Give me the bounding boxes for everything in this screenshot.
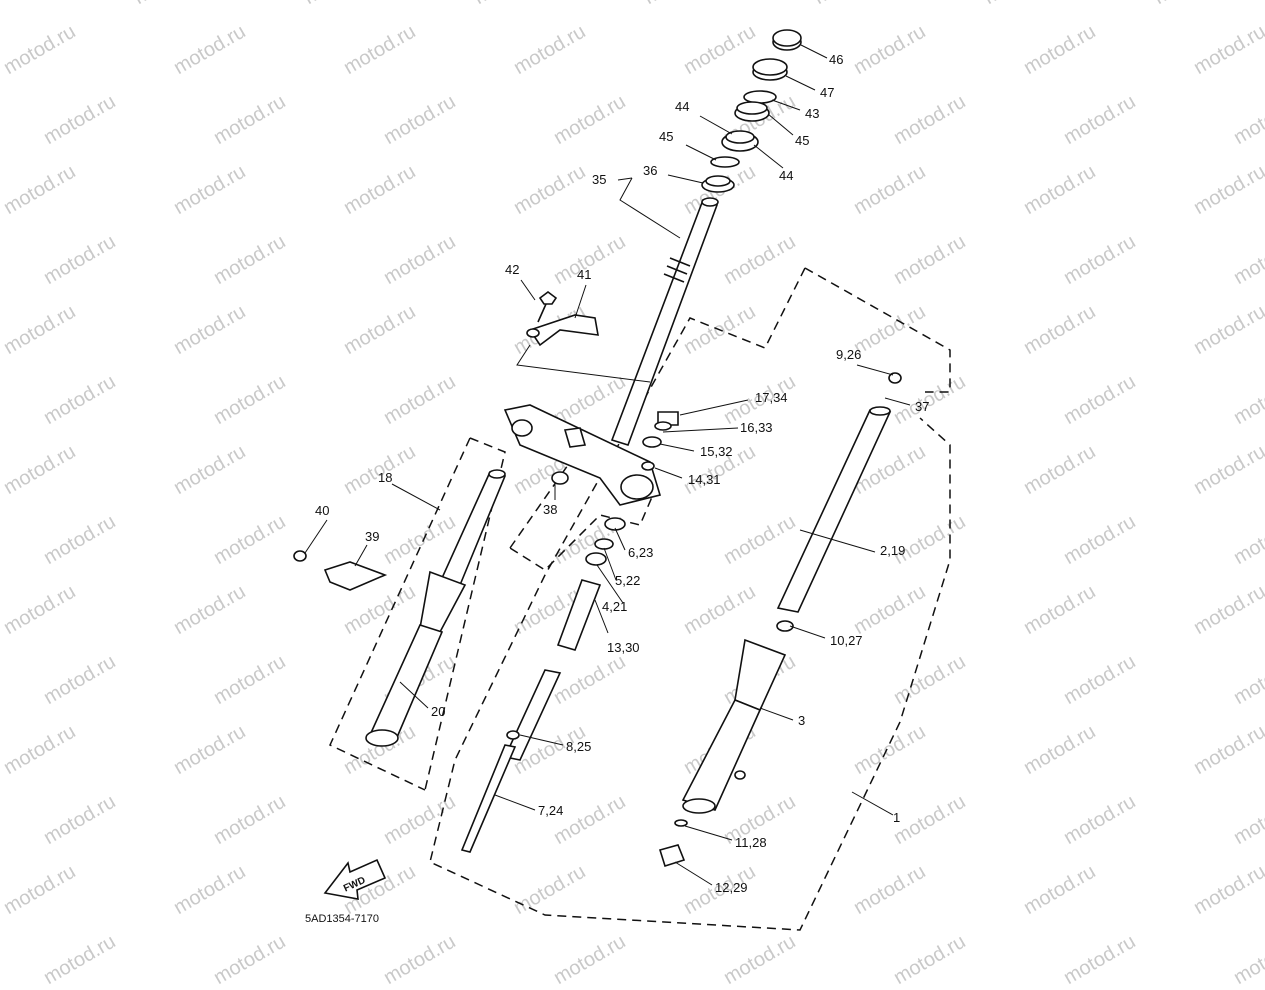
bearing-stack <box>701 29 802 193</box>
left-fork <box>365 469 507 747</box>
callout-40: 40 <box>315 503 329 518</box>
callout-16-33: 16,33 <box>740 420 773 435</box>
callout-7-24: 7,24 <box>538 803 563 818</box>
callout-46: 46 <box>829 52 843 67</box>
callout-labels: 46 47 43 45 44 44 45 36 35 42 41 9,26 37… <box>305 52 929 925</box>
callout-8-25: 8,25 <box>566 739 591 754</box>
callout-39: 39 <box>365 529 379 544</box>
callout-45-upper: 45 <box>795 133 809 148</box>
callout-17-34: 17,34 <box>755 390 788 405</box>
callout-43: 43 <box>805 106 819 121</box>
callout-44-upper: 44 <box>675 99 689 114</box>
callout-4-21: 4,21 <box>602 599 627 614</box>
callout-45-lower: 45 <box>659 129 673 144</box>
callout-18: 18 <box>378 470 392 485</box>
callout-20: 20 <box>431 704 445 719</box>
callout-47: 47 <box>820 85 834 100</box>
callout-38: 38 <box>543 502 557 517</box>
callout-42: 42 <box>505 262 519 277</box>
callout-12-29: 12,29 <box>715 880 748 895</box>
brake-hose-holder <box>293 550 388 591</box>
steering-stem <box>610 197 719 446</box>
exploded-parts-diagram: 46 47 43 45 44 44 45 36 35 42 41 9,26 37… <box>293 29 951 931</box>
callout-1: 1 <box>893 810 900 825</box>
callout-3: 3 <box>798 713 805 728</box>
callout-15-32: 15,32 <box>700 444 733 459</box>
callout-10-27: 10,27 <box>830 633 863 648</box>
callout-37: 37 <box>915 399 929 414</box>
callout-36: 36 <box>643 163 657 178</box>
lower-bracket <box>503 404 662 506</box>
damper-components <box>460 411 679 853</box>
group-outline-right-fork <box>429 267 951 931</box>
callout-9-26: 9,26 <box>836 347 861 362</box>
callout-11-28: 11,28 <box>735 835 767 850</box>
group-outline-left-fork <box>329 437 506 791</box>
callout-6-23: 6,23 <box>628 545 653 560</box>
right-fork <box>658 372 902 868</box>
callout-44-lower: 44 <box>779 168 793 183</box>
callout-2-19: 2,19 <box>880 543 905 558</box>
callout-14-31: 14,31 <box>688 472 721 487</box>
leader-lines <box>304 44 911 886</box>
callout-35: 35 <box>592 172 606 187</box>
callout-5-22: 5,22 <box>615 573 640 588</box>
cable-guide <box>526 291 599 347</box>
diagram-code: 5AD1354-7170 <box>305 913 379 925</box>
forward-direction-arrow <box>323 858 387 900</box>
callout-13-30: 13,30 <box>607 640 640 655</box>
callout-41: 41 <box>577 267 591 282</box>
